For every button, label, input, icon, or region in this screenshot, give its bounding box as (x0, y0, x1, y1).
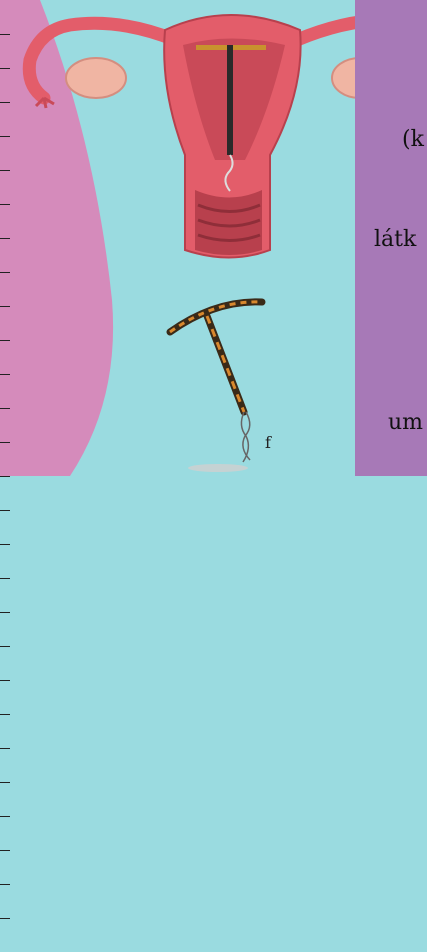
ruler-tick (0, 918, 10, 919)
ruler-tick (0, 476, 10, 477)
iud-thread-label: f (265, 433, 271, 452)
ruler-tick (0, 748, 10, 749)
ruler-tick (0, 884, 10, 885)
ruler-tick (0, 578, 10, 579)
ruler-tick (0, 612, 10, 613)
ruler-tick (0, 646, 10, 647)
illustration-canvas: (k látk um f (0, 0, 427, 476)
right-panel-text-1: (k (402, 127, 424, 152)
ruler-tick (0, 816, 10, 817)
ruler-tick (0, 782, 10, 783)
ruler-tick (0, 510, 10, 511)
ruler-tick (0, 714, 10, 715)
ruler-tick (0, 850, 10, 851)
iud-device-icon (170, 302, 262, 472)
right-panel-text-2: látk (374, 227, 416, 252)
ruler-tick (0, 544, 10, 545)
right-panel-text-3: um (388, 410, 423, 435)
ruler-tick (0, 680, 10, 681)
